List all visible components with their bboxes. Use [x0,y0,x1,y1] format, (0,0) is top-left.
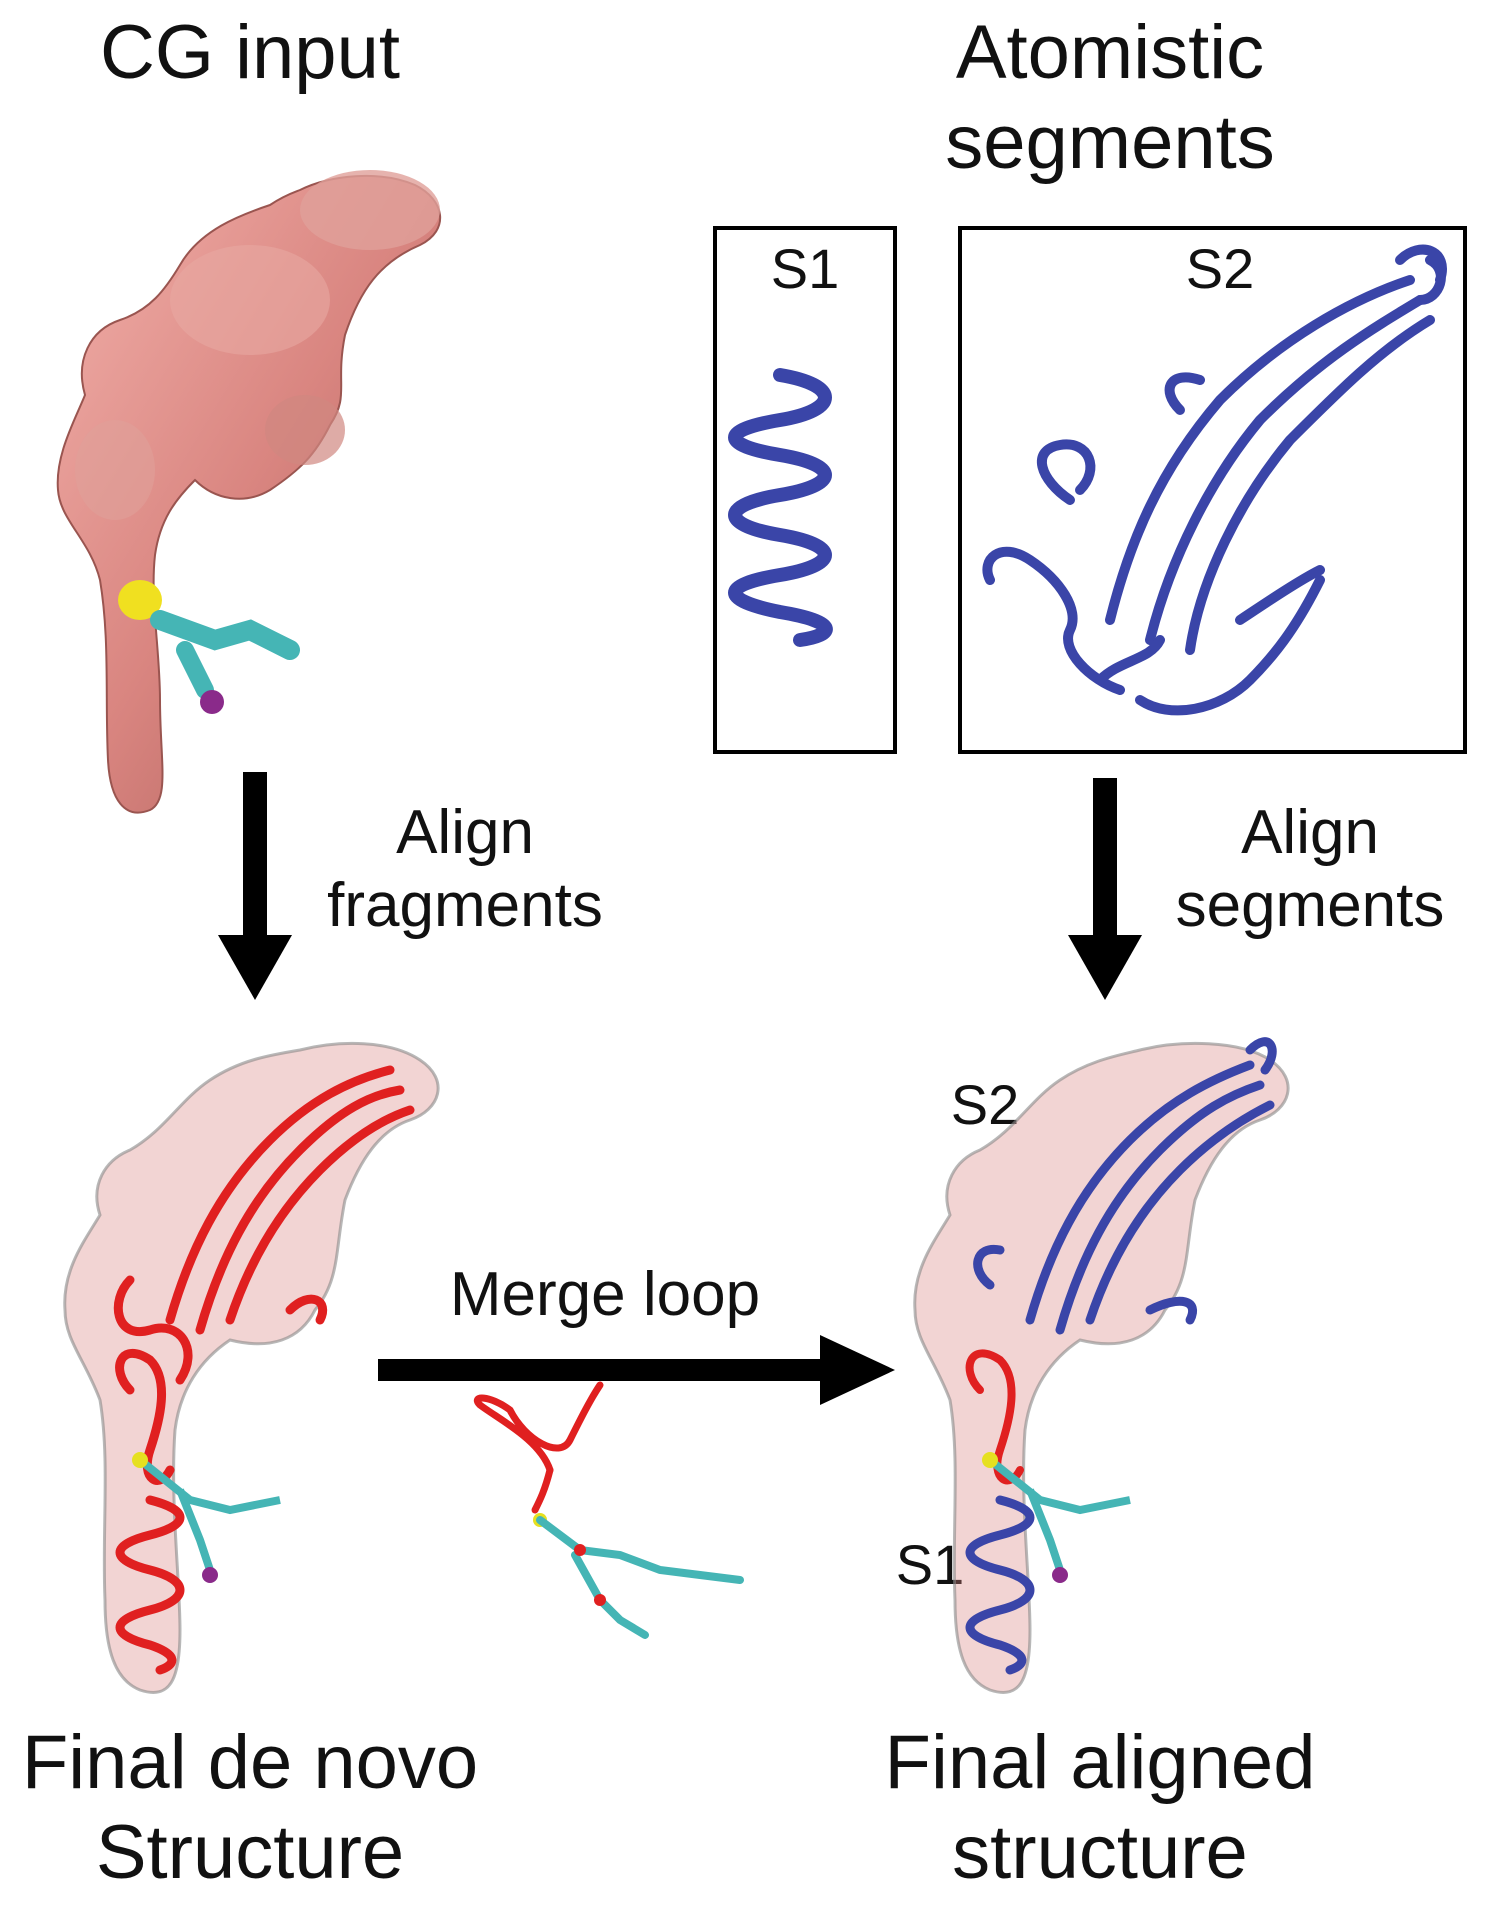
merge-loop-fragment [474,1381,744,1639]
align-segments-line2: segments [1175,871,1445,941]
align-segments-label: Align segments [1150,796,1470,942]
s1-helix [728,368,833,647]
s2-protein-ribbon [982,244,1447,716]
cg-input-surface [56,170,441,814]
align-fragments-label: Align fragments [300,796,630,942]
merge-loop-label: Merge loop [449,1260,761,1329]
align-fragments-line1: Align [396,798,534,867]
final-de-novo-structure [63,1041,440,1694]
cg-input-title: CG input [100,10,400,95]
atomistic-segments-title: Atomistic segments [890,8,1330,187]
align-fragments-line2: fragments [327,871,603,941]
final-aligned-structure [913,1037,1290,1694]
segment-s1-label: S1 [770,237,840,300]
final-aligned-title: Final aligned structure [860,1718,1340,1897]
aligned-s2-label: S2 [950,1073,1020,1136]
aligned-s1-label: S1 [895,1533,965,1596]
final-de-novo-line1: Final de novo [21,1720,479,1805]
segment-s1-box [713,226,897,754]
final-de-novo-title: Final de novo Structure [0,1718,500,1897]
align-segments-line1: Align [1241,798,1379,867]
final-de-novo-line2: Structure [95,1809,405,1895]
segment-s2-label: S2 [1185,237,1255,300]
segment-s2-box [958,226,1467,754]
final-aligned-line1: Final aligned [884,1720,1316,1805]
final-aligned-line2: structure [952,1809,1248,1895]
atomistic-title-line1: Atomistic [955,10,1265,95]
atomistic-title-line2: segments [945,99,1275,185]
